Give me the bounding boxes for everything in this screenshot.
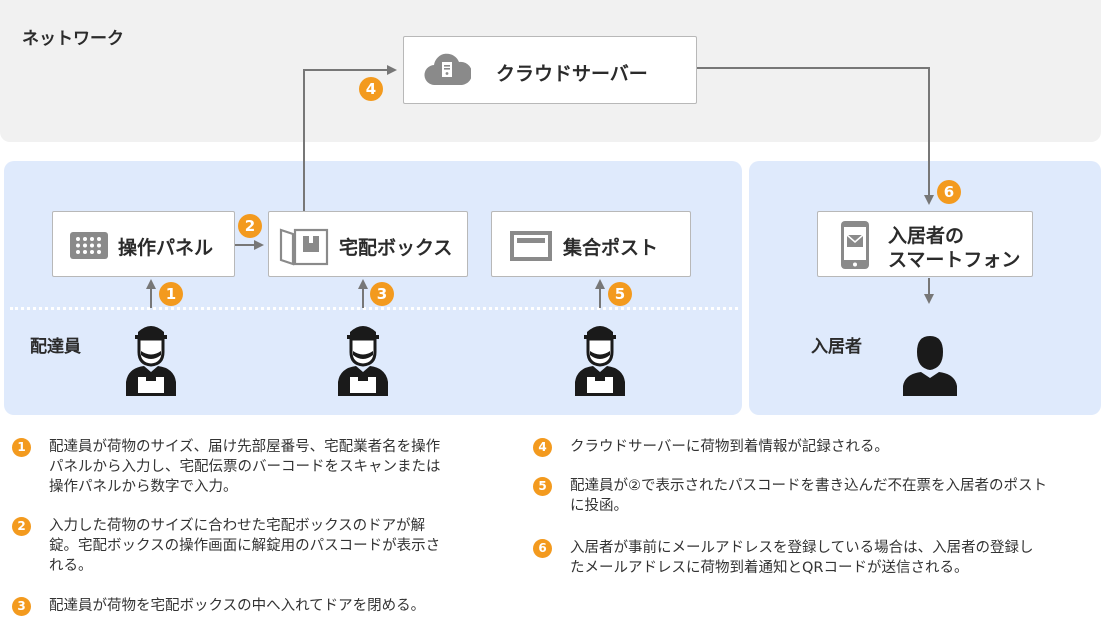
legend-number-3: 3 (12, 597, 31, 616)
legend-5-line-1: 配達員が②で表示されたパスコードを書き込んだ不在票を入居者のポスト (570, 478, 1047, 494)
network-zone-label: ネットワーク (22, 29, 124, 49)
legend-text-4: クラウドサーバーに荷物到着情報が記録される。 (570, 437, 889, 457)
legend-3-line-1: 配達員が荷物を宅配ボックスの中へ入れてドアを閉める。 (49, 598, 426, 614)
zone-divider-dotted (10, 307, 738, 310)
step-badge-1: 1 (159, 282, 183, 306)
legend-text-1: 配達員が荷物のサイズ、届け先部屋番号、宅配業者名を操作 パネルから入力し、宅配伝… (49, 437, 441, 497)
legend-item-4: 4 クラウドサーバーに荷物到着情報が記録される。 (533, 437, 1093, 459)
delivery-worker-2-icon (338, 326, 388, 396)
legend-2-line-1: 入力した荷物のサイズに合わせた宅配ボックスのドアが解 (49, 518, 426, 534)
delivery-box-icon (279, 228, 329, 266)
arrow-cloud-to-phone (697, 67, 934, 205)
legend-number-4: 4 (533, 438, 552, 457)
delivery-worker-1-icon (126, 326, 176, 396)
delivery-worker-3-icon (575, 326, 625, 396)
legend-2-line-2: 錠。宅配ボックスの操作画面に解錠用のパスコードが表示さ (49, 538, 441, 554)
legend-number-2: 2 (12, 517, 31, 536)
resident-person-icon (903, 336, 957, 396)
arrow-box-to-cloud (303, 65, 397, 212)
legend-1-line-2: パネルから入力し、宅配伝票のバーコードをスキャンまたは (49, 459, 441, 475)
delivery-box-node: 宅配ボックス (268, 211, 468, 277)
legend-item-3: 3 配達員が荷物を宅配ボックスの中へ入れてドアを閉める。 (12, 596, 492, 618)
legend-number-6: 6 (533, 539, 552, 558)
legend-number-5: 5 (533, 477, 552, 496)
smartphone-icon (841, 221, 869, 269)
step-badge-3: 3 (370, 282, 394, 306)
legend-5-line-2: に投函。 (570, 498, 628, 514)
legend-4-line-1: クラウドサーバーに荷物到着情報が記録される。 (570, 439, 889, 455)
legend-text-6: 入居者が事前にメールアドレスを登録している場合は、入居者の登録し たメールアドレ… (570, 538, 1034, 578)
control-panel-label: 操作パネル (118, 237, 214, 259)
mailbox-label: 集合ポスト (563, 237, 659, 259)
step-badge-2: 2 (238, 214, 262, 238)
legend-item-1: 1 配達員が荷物のサイズ、届け先部屋番号、宅配業者名を操作 パネルから入力し、宅… (12, 437, 492, 499)
smartphone-label-line1: 入居者の (888, 225, 965, 247)
smartphone-node: 入居者の スマートフォン (817, 211, 1033, 277)
legend-item-6: 6 入居者が事前にメールアドレスを登録している場合は、入居者の登録し たメールア… (533, 538, 1093, 580)
mailbox-node: 集合ポスト (491, 211, 691, 277)
legend-item-5: 5 配達員が②で表示されたパスコードを書き込んだ不在票を入居者のポスト に投函。 (533, 476, 1093, 518)
legend-text-3: 配達員が荷物を宅配ボックスの中へ入れてドアを閉める。 (49, 596, 425, 616)
resident-zone-label: 入居者 (811, 337, 862, 357)
legend-number-1: 1 (12, 438, 31, 457)
legend-6-line-2: たメールアドレスに荷物到着通知とQRコードが送信される。 (570, 560, 969, 576)
cloud-server-label: クラウドサーバー (496, 63, 648, 85)
legend-text-2: 入力した荷物のサイズに合わせた宅配ボックスのドアが解 錠。宅配ボックスの操作画面… (49, 516, 440, 576)
legend-6-line-1: 入居者が事前にメールアドレスを登録している場合は、入居者の登録し (570, 540, 1034, 556)
control-panel-node: 操作パネル (52, 211, 235, 277)
smartphone-label-line2: スマートフォン (888, 249, 1021, 271)
legend-1-line-1: 配達員が荷物のサイズ、届け先部屋番号、宅配業者名を操作 (49, 439, 441, 455)
delivery-zone-label: 配達員 (30, 337, 81, 357)
delivery-box-label: 宅配ボックス (339, 237, 453, 259)
keypad-icon (70, 232, 108, 259)
legend-item-2: 2 入力した荷物のサイズに合わせた宅配ボックスのドアが解 錠。宅配ボックスの操作… (12, 516, 492, 578)
legend-1-line-3: 操作パネルから数字で入力。 (49, 479, 238, 495)
legend-2-line-3: れる。 (49, 558, 93, 574)
cloud-server-icon (424, 53, 471, 86)
step-badge-6: 6 (937, 180, 961, 204)
legend-text-5: 配達員が②で表示されたパスコードを書き込んだ不在票を入居者のポスト に投函。 (570, 476, 1047, 516)
step-badge-4: 4 (359, 77, 383, 101)
step-badge-5: 5 (608, 282, 632, 306)
mailbox-icon (510, 231, 552, 261)
cloud-server-node: クラウドサーバー (403, 36, 697, 104)
